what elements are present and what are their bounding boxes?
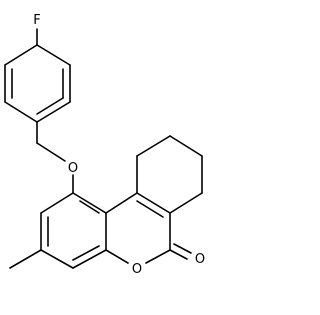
carbonyl-double-bond-b <box>173 243 192 254</box>
cyclohexene-ring <box>136 135 203 214</box>
ring-oxygen-atom-label: O <box>132 262 142 277</box>
methylene-to-oxygen-bond <box>36 142 66 162</box>
lactone-ring <box>105 192 171 264</box>
carbonyl-double-bond-a <box>169 249 188 260</box>
aromatic-core-ring <box>40 174 107 269</box>
ether-oxygen-atom-label: O <box>68 161 78 176</box>
fluorophenyl-ring <box>4 44 71 123</box>
chemical-structure-drawing: F O O O <box>4 13 205 277</box>
structure-canvas: F O O O <box>4 13 205 277</box>
methyl-bond <box>9 249 42 269</box>
fluorine-atom-label: F <box>33 13 40 28</box>
carbonyl-oxygen-atom-label: O <box>195 252 205 267</box>
